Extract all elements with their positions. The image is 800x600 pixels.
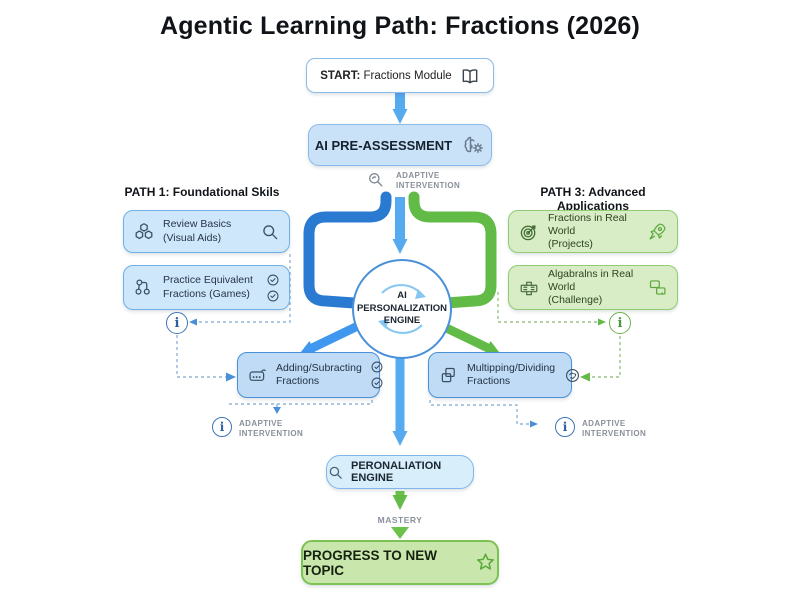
calculator-icon xyxy=(247,365,268,386)
check-circle-icon xyxy=(267,290,279,301)
dashed-arrowhead xyxy=(530,420,538,428)
path1-heading: PATH 1: Foundational Skils xyxy=(124,185,280,199)
start-label: START: Fractions Module xyxy=(320,69,452,82)
page-title: Agentic Learning Path: Fractions (2026) xyxy=(159,12,641,40)
review-basics-node: Review Basics(Visual Aids) xyxy=(123,210,290,253)
dashed-arrowhead xyxy=(273,407,281,414)
dashed-info-left-to-adding xyxy=(176,335,226,378)
start-node: START: Fractions Module xyxy=(306,58,494,93)
dashed-arrowhead xyxy=(189,318,197,326)
personalization-engine-label: PERONALIATION ENGINE xyxy=(351,460,442,484)
brain-gear-icon xyxy=(461,133,485,157)
check-circle-icon xyxy=(267,274,279,285)
arrow-mastery-to-progress xyxy=(391,527,409,539)
book-icon xyxy=(460,66,480,86)
dashed-algebra-to-info-green xyxy=(497,292,598,323)
personalization-engine-node: PERONALIATION ENGINE xyxy=(326,455,474,489)
review-basics-label: Review Basics(Visual Aids) xyxy=(163,218,232,244)
pre-assessment-label: AI PRE-ASSESSMENT xyxy=(314,137,453,153)
check-circle-icon xyxy=(371,377,383,389)
check-circle-icon xyxy=(371,361,383,373)
progress-node: PROGRESS TO NEW TOPIC xyxy=(301,540,499,585)
mastery-label: MASTERY xyxy=(377,515,423,525)
magnifier-icon xyxy=(366,170,385,189)
dashed-practice-to-info-left xyxy=(198,254,291,323)
info-icon: i xyxy=(212,417,232,437)
magnifier-icon xyxy=(327,464,344,481)
nodes-icon xyxy=(133,277,155,299)
real-world-node: Fractions in Real World(Projects) xyxy=(508,210,678,253)
dashed-info-green-to-multiplying xyxy=(590,336,621,378)
dashed-multiplying-to-adaptive-right xyxy=(429,400,530,425)
shapes-icon xyxy=(647,277,668,298)
target-icon xyxy=(518,221,540,243)
cycle-arrows-icon xyxy=(378,284,426,334)
cubes-icon xyxy=(133,221,155,243)
star-icon xyxy=(474,551,497,574)
path3-heading: PATH 3: Advanced Applications xyxy=(540,185,646,213)
path-branch-dark-blue-left xyxy=(303,191,392,309)
check-icons xyxy=(266,273,280,303)
info-icon: i xyxy=(555,417,575,437)
dashed-arrowhead xyxy=(226,372,236,382)
dashed-arrowhead xyxy=(598,318,606,326)
algebra-label: Algabralns in Real World(Challenge) xyxy=(548,267,634,307)
magnifier-icon xyxy=(260,222,280,242)
pre-assessment-node: AI PRE-ASSESSMENT xyxy=(308,124,492,166)
rocket-icon xyxy=(647,221,668,242)
check-icons xyxy=(370,360,384,390)
algebra-node: Algabralns in Real World(Challenge) xyxy=(508,265,678,310)
math-blocks-icon xyxy=(518,277,540,299)
progress-label: PROGRESS TO NEW TOPIC xyxy=(303,547,438,578)
path-branch-green-right xyxy=(408,191,497,309)
real-world-label: Fractions in Real World(Projects) xyxy=(548,211,627,251)
brain-icon xyxy=(563,366,582,385)
info-icon: i xyxy=(609,312,631,334)
dashed-arrowhead xyxy=(580,372,590,382)
copy-icon xyxy=(438,365,459,386)
info-icon: i xyxy=(166,312,188,334)
